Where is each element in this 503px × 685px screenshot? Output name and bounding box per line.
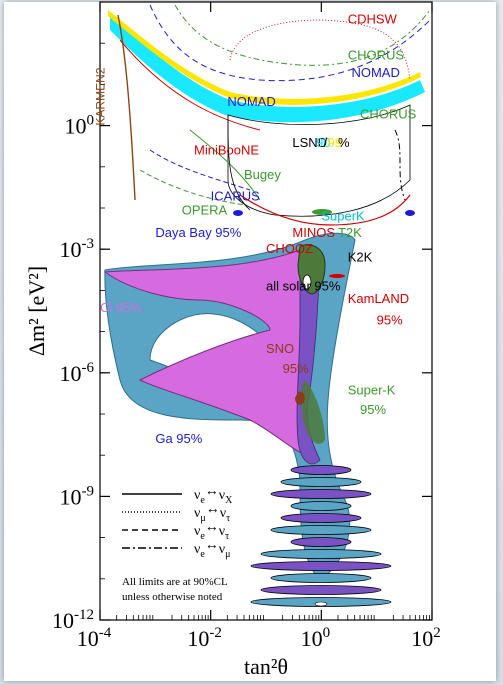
exclusion-regions xyxy=(103,4,431,607)
oscillation-lobe xyxy=(270,573,372,583)
x-axis-ticks: 10-4 10-2 100 102 xyxy=(77,2,441,651)
opera-line xyxy=(139,169,246,206)
legend-label: νe↔νμ xyxy=(194,538,231,560)
annotation-label: KamLAND xyxy=(348,291,409,306)
legend-label: νe↔ντ xyxy=(194,520,229,542)
y-tick-label: 10-9 xyxy=(60,483,95,509)
oscillation-lobe xyxy=(290,537,352,547)
oscillation-lobe xyxy=(270,525,372,535)
daya-bay-marker-right xyxy=(405,210,415,216)
annotation-label: KARMEN2 xyxy=(93,67,107,125)
karmen-line xyxy=(117,14,136,201)
annotation-labels: CDHSW CHORUS NOMAD NOMAD CHORUS KARMEN2MiniBo… xyxy=(93,12,416,446)
oscillation-lobe xyxy=(270,489,372,499)
k2k-line xyxy=(394,129,406,201)
annotation-label: all solar 95% xyxy=(266,278,341,293)
y-tick-label: 10-3 xyxy=(60,236,95,262)
x-axis-label: tan²θ xyxy=(244,654,288,679)
x-tick-label: 10-2 xyxy=(187,625,222,651)
oscillation-lobe xyxy=(260,549,382,559)
annotation-label: 95% xyxy=(377,312,403,327)
oscillation-lobe xyxy=(280,477,362,487)
annotation-label: CHOOZ xyxy=(266,241,313,256)
oscillation-lobe xyxy=(280,513,362,523)
lsnd-outline xyxy=(227,114,251,211)
plot-frame xyxy=(99,1,433,621)
oscillation-lobe xyxy=(290,501,352,511)
lsnd-band xyxy=(110,15,425,123)
annotation-label: SNO xyxy=(266,341,294,356)
bottom-lobe xyxy=(314,601,328,607)
annotation-label: CHORUS xyxy=(360,106,417,121)
annotation-label: MiniBooNE xyxy=(194,142,259,157)
kamland-blob xyxy=(329,274,345,278)
sno-blob xyxy=(295,391,305,405)
nomad-line xyxy=(149,4,431,82)
y-tick-label: 100 xyxy=(65,113,95,139)
annotation-label: Bugey xyxy=(244,167,281,182)
oscillation-lobe xyxy=(260,585,382,595)
chorus-line xyxy=(174,4,431,66)
annotation-label: NOMAD xyxy=(351,65,399,80)
daya-bay-marker-left xyxy=(233,210,243,216)
annotation-label: 95% xyxy=(360,402,386,417)
superk-solar-region xyxy=(300,380,325,444)
legend-note: All limits are at 90%CL xyxy=(122,576,228,588)
annotation-label: Daya Bay 95% xyxy=(155,225,241,240)
annotation-label: Super-K xyxy=(348,382,396,397)
annotation-label: OPERA xyxy=(182,202,228,217)
bugey-line xyxy=(189,129,261,201)
legend-label: νμ↔ντ xyxy=(194,502,230,524)
annotation-label: SuperK xyxy=(321,208,365,223)
kamland-white-circle xyxy=(302,274,312,290)
annotation-label: 90 xyxy=(316,135,330,150)
miniboone-line xyxy=(119,39,261,131)
legend-note: unless otherwise noted xyxy=(122,591,223,603)
annotation-label: MINOS xyxy=(292,225,335,240)
cdhsw-line xyxy=(229,19,411,81)
annotation-label: CHORUS xyxy=(348,48,405,63)
annotation-label: CDHSW xyxy=(348,12,398,27)
legend-label: νe↔νX xyxy=(194,484,233,506)
annotation-label: % xyxy=(338,135,350,150)
y-axis-label: Δm² [eV²] xyxy=(24,266,49,356)
annotation-label: 95% xyxy=(283,361,309,376)
annotation-label: T2K xyxy=(338,225,362,240)
annotation-label: NOMAD xyxy=(227,94,275,109)
x-tick-label: 102 xyxy=(411,625,441,651)
y-tick-label: 10-6 xyxy=(60,360,95,386)
oscillation-lobe xyxy=(250,561,392,571)
x-tick-label: 100 xyxy=(301,625,331,651)
oscillation-lobe xyxy=(290,465,352,475)
icarus-line xyxy=(149,149,251,191)
x-tick-label: 10-4 xyxy=(77,625,112,651)
annotation-label: 99 xyxy=(328,135,342,150)
vacuum-oscillation-wiggles xyxy=(250,465,392,607)
y-tick-label: 10-12 xyxy=(52,607,94,633)
chooz-line xyxy=(239,194,411,226)
minos-t2k-blob xyxy=(312,209,332,215)
y-axis-ticks: 100 10-3 10-6 10-9 10-12 xyxy=(52,42,432,633)
annotation-label: / xyxy=(324,135,328,150)
annotation-label: LSND xyxy=(292,135,327,150)
annotation-label: Cl 95% xyxy=(100,300,142,315)
annotation-label: Ga 95% xyxy=(155,431,202,446)
annotation-label: K2K xyxy=(348,250,373,265)
annotation-label: ICARUS xyxy=(211,189,260,204)
